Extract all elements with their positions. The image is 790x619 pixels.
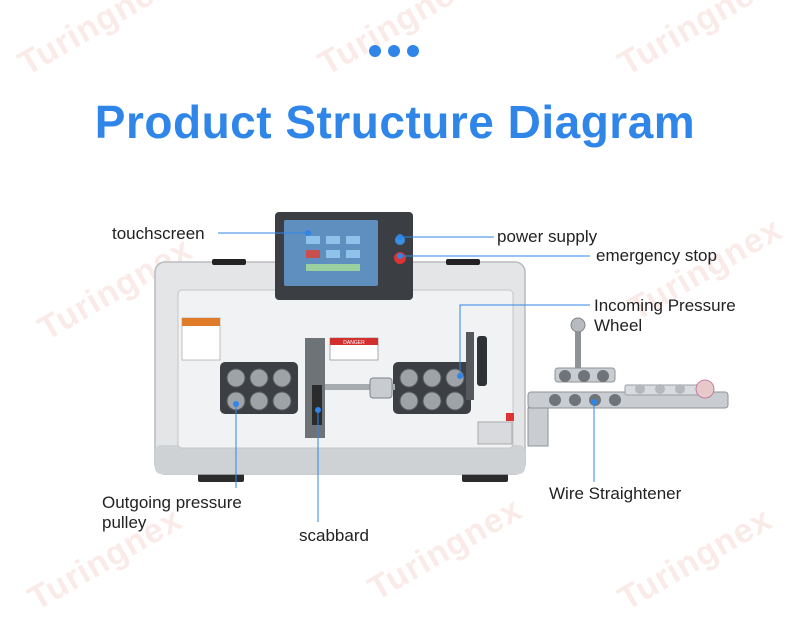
decorative-dots: [369, 45, 419, 57]
leader-dot: [233, 401, 239, 407]
screen-button: [306, 250, 320, 258]
roller: [272, 368, 292, 388]
roller: [445, 391, 465, 411]
roller: [226, 368, 246, 388]
screen-button: [306, 264, 360, 271]
side-indicator: [506, 413, 514, 421]
screen-button: [346, 250, 360, 258]
straightener-knob: [570, 317, 586, 333]
roller: [422, 391, 442, 411]
dot: [369, 45, 381, 57]
roller: [399, 391, 419, 411]
straightener-guide-wheel: [655, 384, 665, 394]
roller: [422, 368, 442, 388]
side-panel: [477, 421, 513, 445]
screen-button: [326, 236, 340, 244]
straightener-roller: [609, 394, 621, 406]
screen-button: [326, 250, 340, 258]
warning-label-header: [182, 318, 220, 326]
top-handle: [446, 259, 480, 265]
leader-line-incoming-pressure-wheel: [459, 304, 590, 376]
straightener-roller: [559, 370, 571, 382]
dot: [407, 45, 419, 57]
roller: [272, 391, 292, 411]
label-touchscreen: touchscreen: [112, 224, 205, 243]
label-outgoing-line2: pulley: [102, 513, 147, 532]
machine-base: [155, 445, 525, 474]
straightener-roller: [569, 394, 581, 406]
machine-diagram: DANGER: [154, 212, 729, 522]
center-shaft-clamp: [369, 377, 393, 399]
straightener-guide-wheel: [675, 384, 685, 394]
page-title: Product Structure Diagram: [94, 96, 696, 148]
label-incoming-pressure-wheel: Incoming Pressure Wheel: [594, 296, 736, 336]
label-outgoing-pressure-pulley: Outgoing pressure pulley: [102, 493, 242, 533]
straightener-post: [575, 330, 581, 370]
label-outgoing-line1: Outgoing pressure: [102, 493, 242, 512]
top-handle: [212, 259, 246, 265]
screen-button: [306, 236, 320, 244]
roller: [249, 368, 269, 388]
center-shaft: [325, 384, 395, 390]
label-incoming-line2: Wheel: [594, 316, 643, 335]
scabbard-guide: [312, 385, 322, 425]
incoming-wheel-post: [466, 332, 474, 400]
straightener-guide-wheel: [635, 384, 645, 394]
dot: [388, 45, 400, 57]
straightener-roller: [597, 370, 609, 382]
danger-sign-header: [330, 338, 378, 345]
straightener-roller: [578, 370, 590, 382]
leader-dot: [397, 253, 403, 259]
roller: [399, 368, 419, 388]
leader-dot: [397, 234, 403, 240]
label-emergency-stop: emergency stop: [596, 246, 717, 265]
leader-dot: [591, 399, 597, 405]
danger-sign-text: DANGER: [343, 340, 365, 346]
label-power-supply: power supply: [497, 227, 598, 246]
straightener-end-wheel: [695, 379, 715, 399]
leader-dot: [305, 230, 311, 236]
leader-dot: [315, 407, 321, 413]
straightener-roller: [549, 394, 561, 406]
label-incoming-line1: Incoming Pressure: [594, 296, 736, 315]
leader-dot: [457, 373, 463, 379]
roller: [249, 391, 269, 411]
label-wire-straightener: Wire Straightener: [549, 484, 682, 503]
screen-button: [346, 236, 360, 244]
side-bracket: [527, 407, 549, 447]
label-scabbard: scabbard: [299, 526, 369, 545]
incoming-wheel-knob: [477, 336, 487, 386]
